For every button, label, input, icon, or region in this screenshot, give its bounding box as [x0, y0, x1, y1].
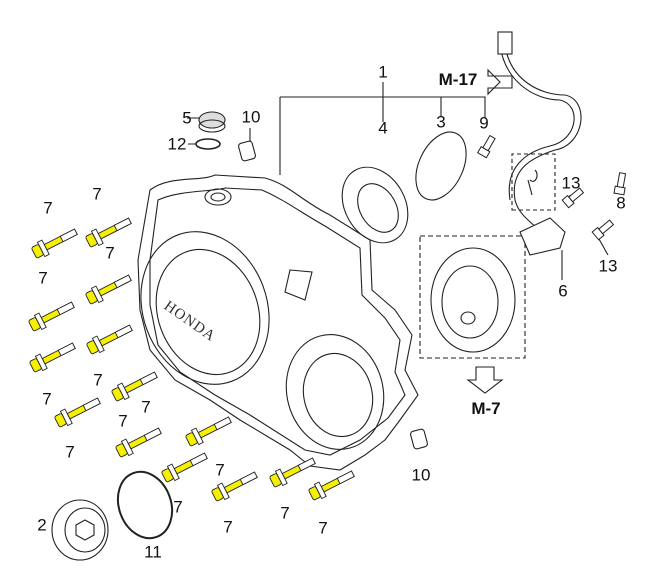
part-label-7: 7	[118, 411, 128, 431]
reference-m7: M-7	[471, 399, 501, 418]
part-label-11: 11	[144, 542, 162, 562]
flange-bolt-7	[211, 471, 258, 502]
flange-bolt-7	[161, 452, 208, 483]
dowel-pin-10	[238, 140, 256, 162]
part-label-10: 10	[241, 107, 261, 127]
small-bolt	[476, 134, 496, 159]
part-label-12: 12	[167, 134, 187, 154]
part-label-7: 7	[42, 389, 52, 409]
small-bolt	[613, 172, 627, 196]
arrow-down-icon	[466, 366, 504, 394]
flange-bolt-7	[269, 457, 316, 488]
o-ring-12	[195, 138, 221, 150]
part-label-4: 4	[378, 118, 388, 138]
flange-bolt-7	[85, 274, 132, 305]
part-label-7: 7	[141, 397, 151, 417]
right-crankcase-cover	[137, 174, 419, 471]
part-label-13: 13	[561, 173, 581, 193]
part-label-8: 8	[616, 193, 626, 213]
part-label-7: 7	[43, 198, 53, 218]
pulse-generator-6	[519, 217, 566, 256]
flange-bolt-7	[115, 427, 162, 458]
hole-cap-2	[51, 499, 109, 561]
flange-bolt-7	[308, 470, 355, 501]
flange-bolt-7	[185, 416, 232, 447]
stator-assembly	[430, 247, 516, 353]
plate-3	[415, 131, 467, 201]
part-label-7: 7	[65, 442, 75, 462]
part-label-7: 7	[38, 268, 48, 288]
dowel-pin-10	[410, 428, 428, 450]
flange-bolt-7	[29, 342, 76, 373]
part-label-7: 7	[92, 184, 102, 204]
part-label-7: 7	[105, 243, 115, 263]
small-bolt	[561, 187, 585, 209]
part-label-13: 13	[598, 256, 618, 276]
part-label-9: 9	[479, 113, 489, 133]
small-bolt	[591, 219, 615, 241]
reference-m17: M-17	[438, 70, 478, 89]
oil-filler-neck	[204, 188, 232, 206]
part-label-1: 1	[378, 62, 388, 82]
part-label-2: 2	[37, 515, 47, 535]
flange-bolt-7	[54, 397, 101, 428]
part-label-7: 7	[223, 517, 233, 537]
arrow-left-icon	[487, 68, 513, 96]
part-label-6: 6	[558, 281, 568, 301]
part-label-3: 3	[436, 112, 446, 132]
flange-bolt-7	[28, 301, 75, 332]
part-label-7: 7	[215, 460, 225, 480]
flange-bolt-7	[85, 217, 132, 248]
flange-bolt-7	[31, 228, 78, 259]
flange-bolt-7	[111, 371, 158, 402]
flange-bolt-7	[86, 324, 133, 355]
flywheel-rotor-4	[341, 166, 409, 244]
generator-cover-disc	[140, 231, 270, 385]
part-label-7: 7	[280, 503, 290, 523]
part-label-7: 7	[173, 497, 183, 517]
wire-harness	[504, 44, 582, 241]
part-label-7: 7	[93, 370, 103, 390]
part-label-5: 5	[182, 108, 192, 128]
o-ring-11	[116, 470, 174, 540]
part-label-7: 7	[318, 518, 328, 538]
clutch-bore	[285, 334, 385, 450]
part-label-10: 10	[411, 465, 431, 485]
